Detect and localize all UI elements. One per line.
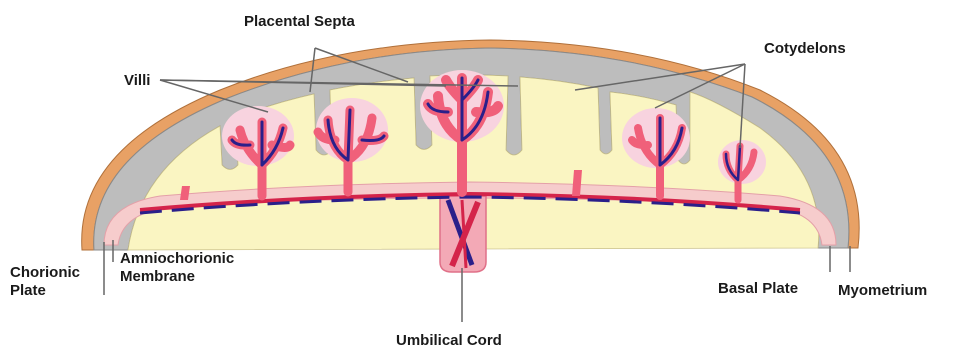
chorionic-plate-label-line1: Chorionic	[10, 264, 80, 282]
myometrium-label: Myometrium	[838, 282, 927, 300]
amniochorionic-label-line2: Membrane	[120, 268, 234, 286]
villi-label: Villi	[124, 72, 150, 90]
amniochorionic-membrane-label: Amniochorionic Membrane	[120, 250, 234, 286]
placental-septa-label: Placental Septa	[244, 13, 355, 31]
basal-plate-label: Basal Plate	[718, 280, 798, 298]
chorionic-plate-label: Chorionic Plate	[10, 264, 80, 300]
chorionic-plate-label-line2: Plate	[10, 282, 80, 300]
cotyledons-label: Cotydelons	[764, 40, 846, 58]
amniochorionic-label-line1: Amniochorionic	[120, 250, 234, 268]
umbilical-cord-label: Umbilical Cord	[396, 332, 502, 350]
